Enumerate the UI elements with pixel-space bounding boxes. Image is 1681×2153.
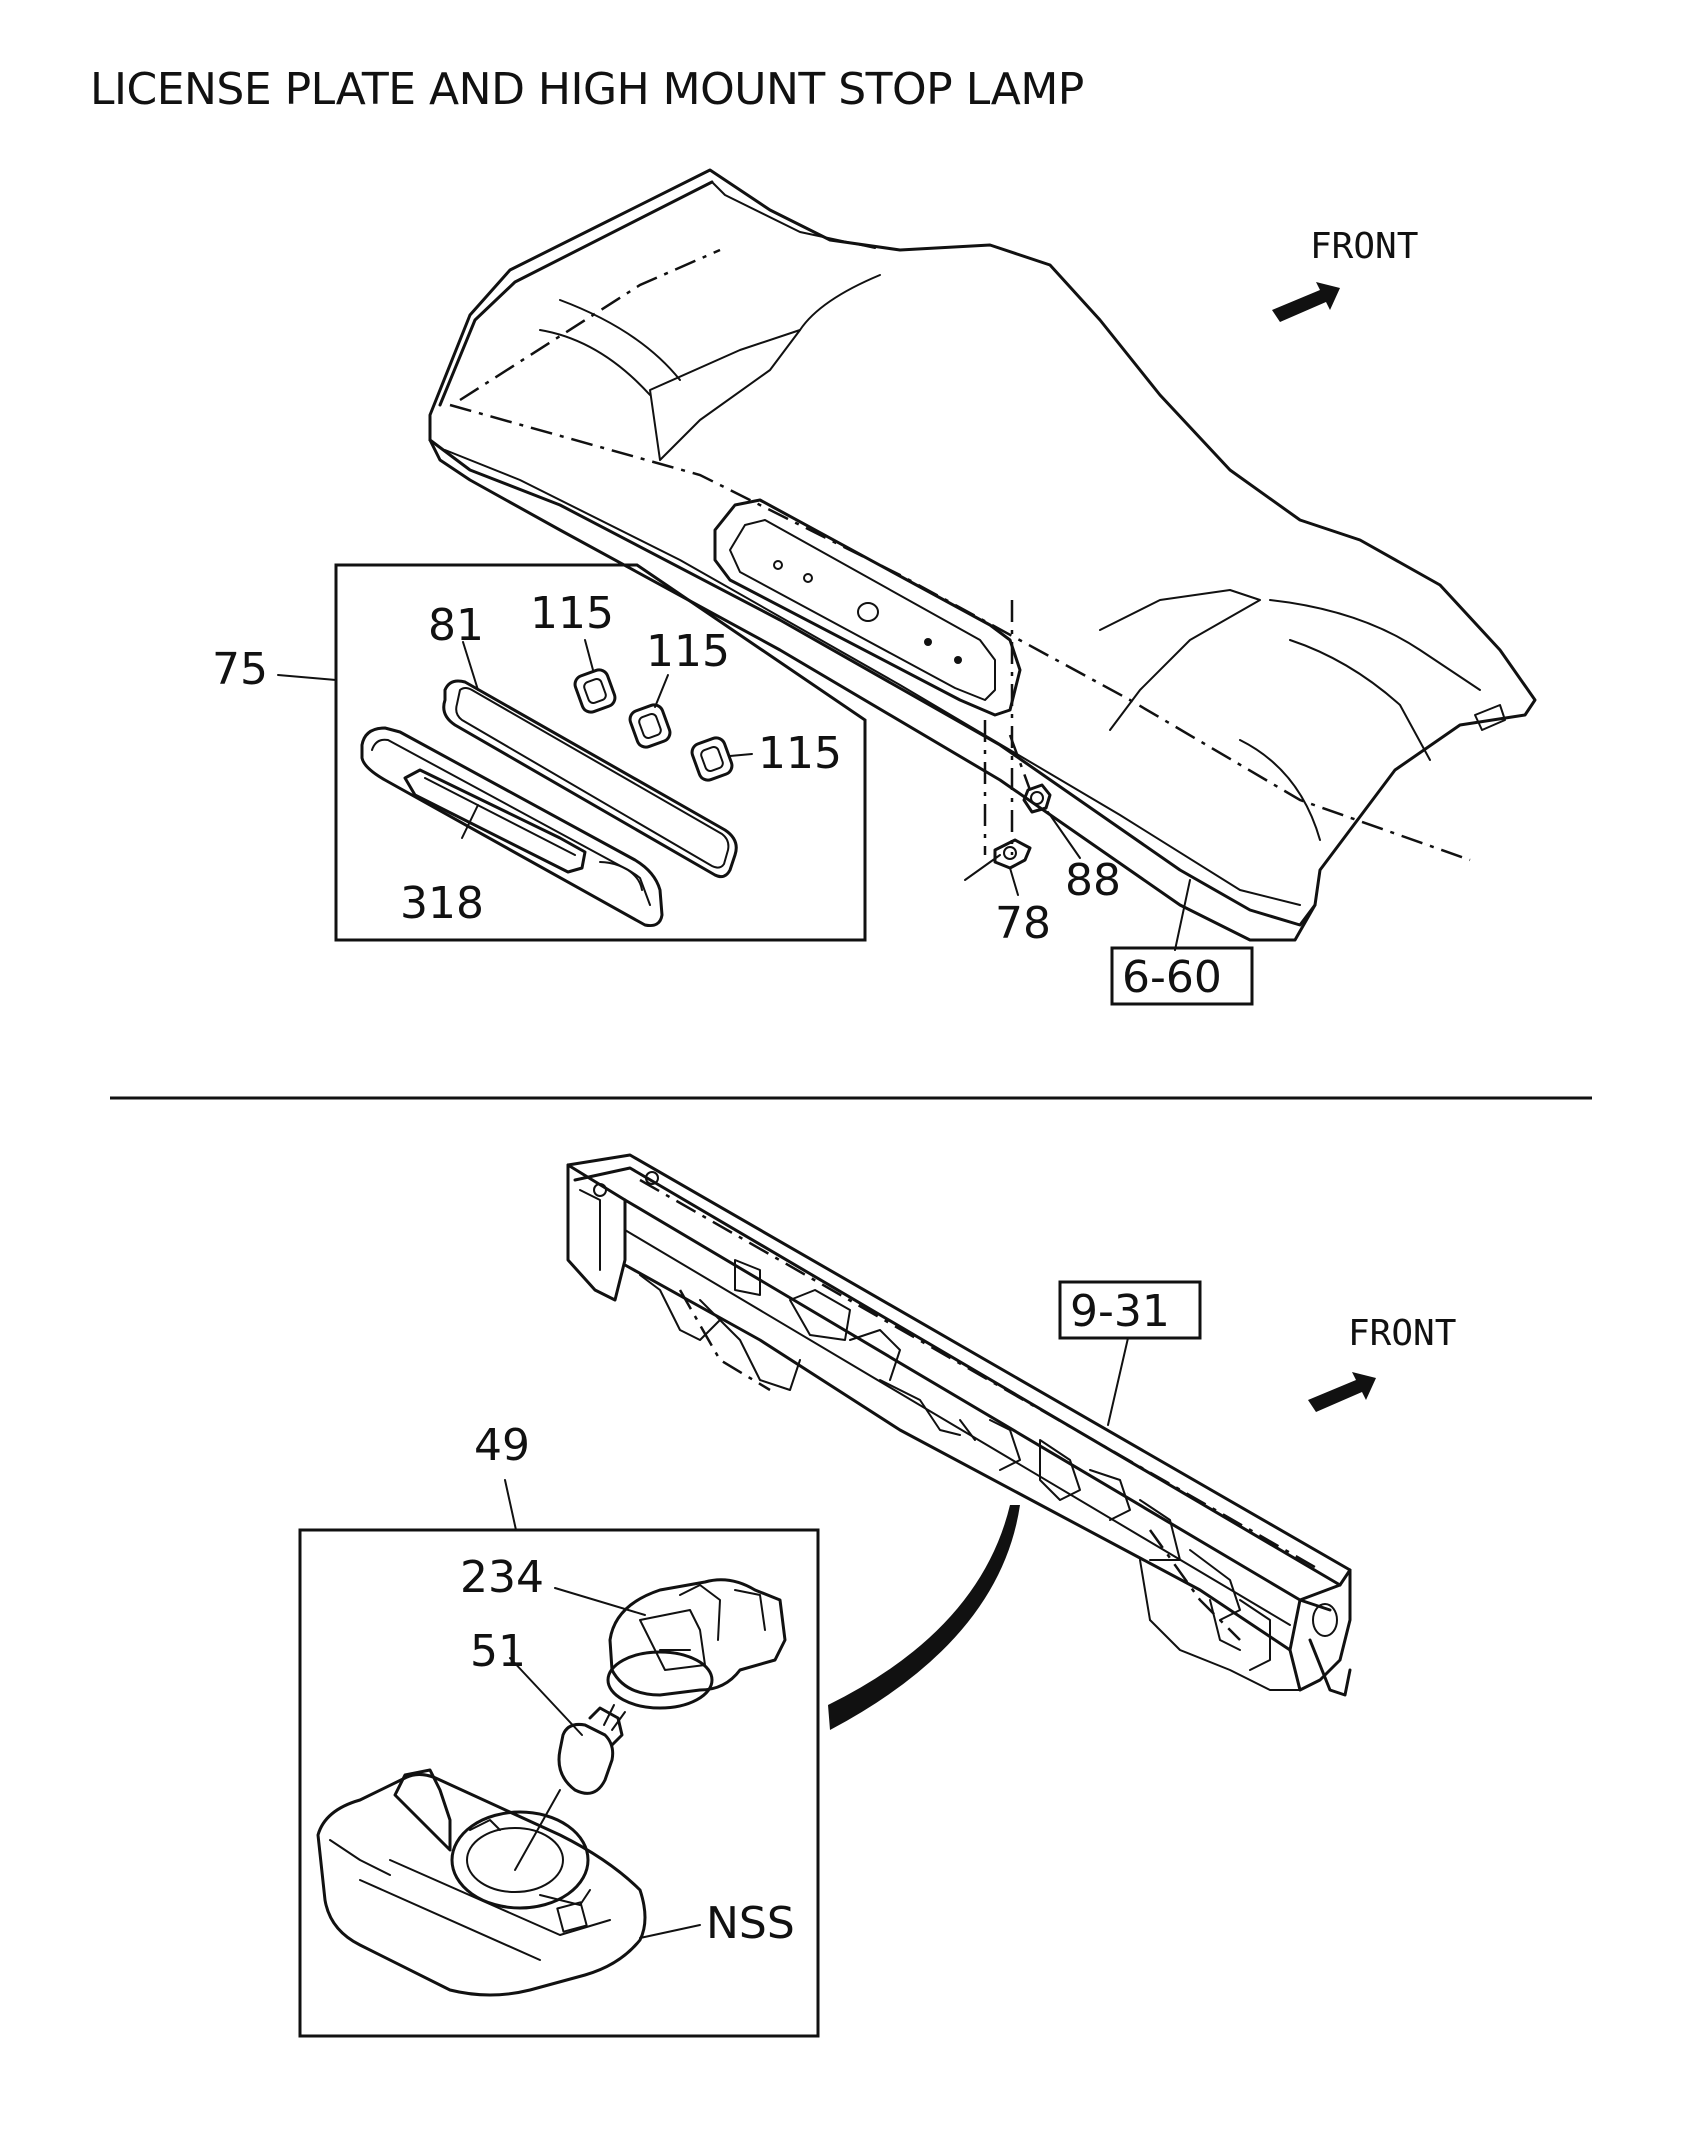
callout-88: 88 <box>1065 855 1121 906</box>
callout-75: 75 <box>212 644 268 695</box>
ref-box-6-60: 6-60 <box>1110 946 1254 1006</box>
rear-crossmember-assembly <box>566 1153 1352 1697</box>
stop-lamp-parts-box <box>277 563 867 942</box>
front-arrow-icon <box>1272 282 1340 322</box>
callout-78: 78 <box>995 898 1051 949</box>
page-title: LICENSE PLATE AND HIGH MOUNT STOP LAMP <box>90 64 1084 115</box>
grommet-115-a <box>573 668 617 714</box>
ref-box-9-31: 9-31 <box>1058 1280 1202 1340</box>
socket-234 <box>606 1578 787 1710</box>
callout-49: 49 <box>474 1420 530 1471</box>
ref-box-9-31-label: 9-31 <box>1070 1286 1170 1337</box>
front-arrow-icon <box>1308 1372 1376 1412</box>
callout-51: 51 <box>470 1626 526 1677</box>
callout-318: 318 <box>400 878 484 929</box>
grommet-115-c <box>690 736 734 782</box>
front-label-bottom: FRONT <box>1348 1313 1456 1354</box>
clip-78 <box>993 838 1032 870</box>
front-label-top: FRONT <box>1310 226 1418 267</box>
callout-115-b: 115 <box>646 626 730 677</box>
license-lamp-parts-box <box>298 1479 820 2038</box>
nut-88 <box>1022 783 1052 814</box>
callout-115-c: 115 <box>758 728 842 779</box>
trunk-lid-assembly <box>428 168 1537 951</box>
callout-234: 234 <box>460 1552 544 1603</box>
callout-nss: NSS <box>706 1898 795 1949</box>
ref-box-6-60-label: 6-60 <box>1122 952 1222 1003</box>
bulb-51 <box>557 1704 626 1795</box>
callout-81: 81 <box>428 600 484 651</box>
callout-115-a: 115 <box>530 588 614 639</box>
grommet-115-b <box>628 703 672 749</box>
detail-arrow <box>828 1505 1020 1730</box>
